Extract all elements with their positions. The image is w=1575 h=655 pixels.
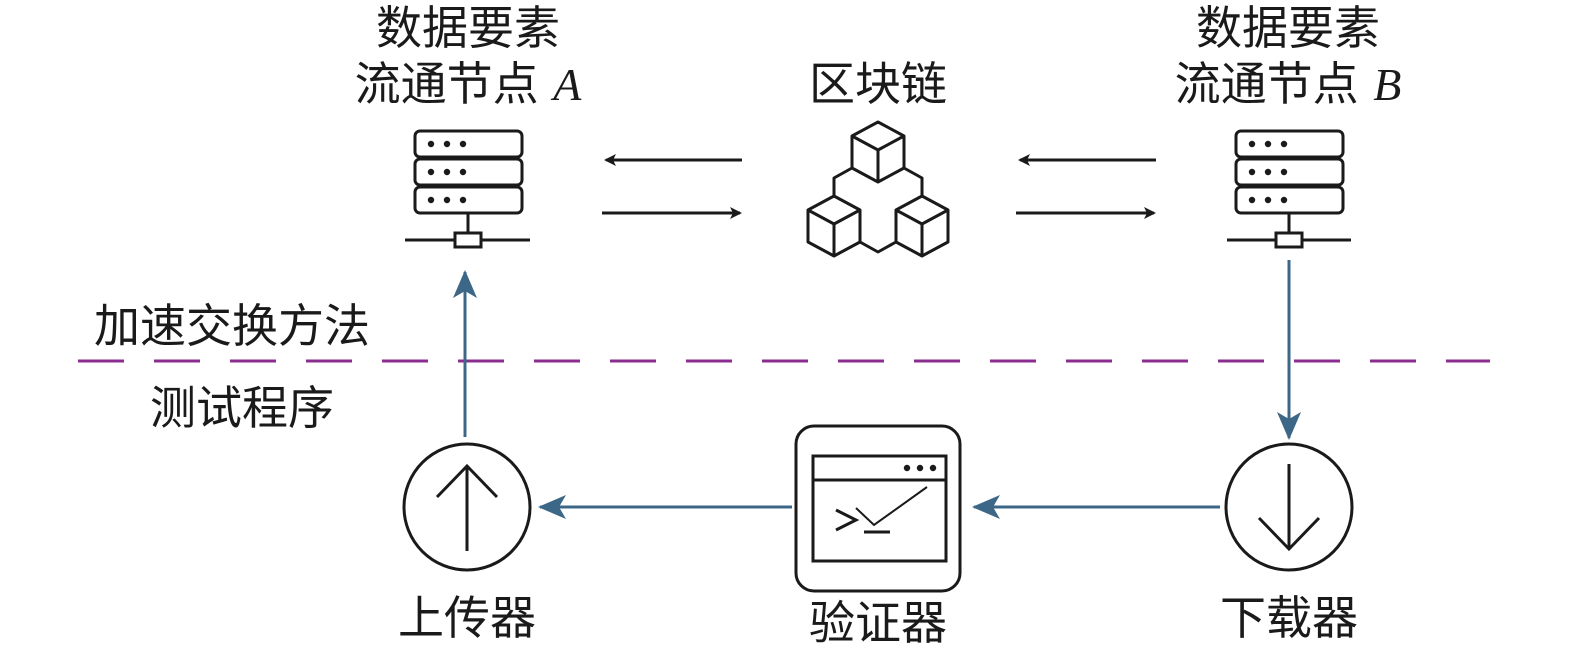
node-b-title: 数据要素 流通节点 B <box>1150 0 1426 113</box>
node-a-line2: 流通节点 A <box>330 56 606 113</box>
blockchain-cubes-icon <box>806 120 950 258</box>
node-a-line2-text: 流通节点 <box>354 57 554 111</box>
download-arrow-icon <box>1224 442 1354 572</box>
region-label-bottom: 测试程序 <box>150 381 334 435</box>
terminal-window-icon <box>794 424 962 593</box>
node-a-suffix: A <box>553 59 582 110</box>
node-a-line1: 数据要素 <box>376 1 560 55</box>
upload-arrow-icon <box>402 442 532 572</box>
uploader-label: 上传器 <box>398 591 536 645</box>
downloader-label: 下载器 <box>1220 591 1358 645</box>
blockchain-label: 区块链 <box>809 57 947 111</box>
node-b-line1: 数据要素 <box>1196 1 1380 55</box>
server-icon <box>405 129 530 249</box>
region-label-top: 加速交换方法 <box>94 299 370 353</box>
server-icon <box>1227 129 1351 249</box>
node-b-line2-text: 流通节点 <box>1174 57 1374 111</box>
node-a-title: 数据要素 流通节点 A <box>330 0 606 113</box>
verifier-label: 验证器 <box>809 596 947 650</box>
node-b-suffix: B <box>1373 59 1402 110</box>
node-b-line2: 流通节点 B <box>1150 56 1426 113</box>
